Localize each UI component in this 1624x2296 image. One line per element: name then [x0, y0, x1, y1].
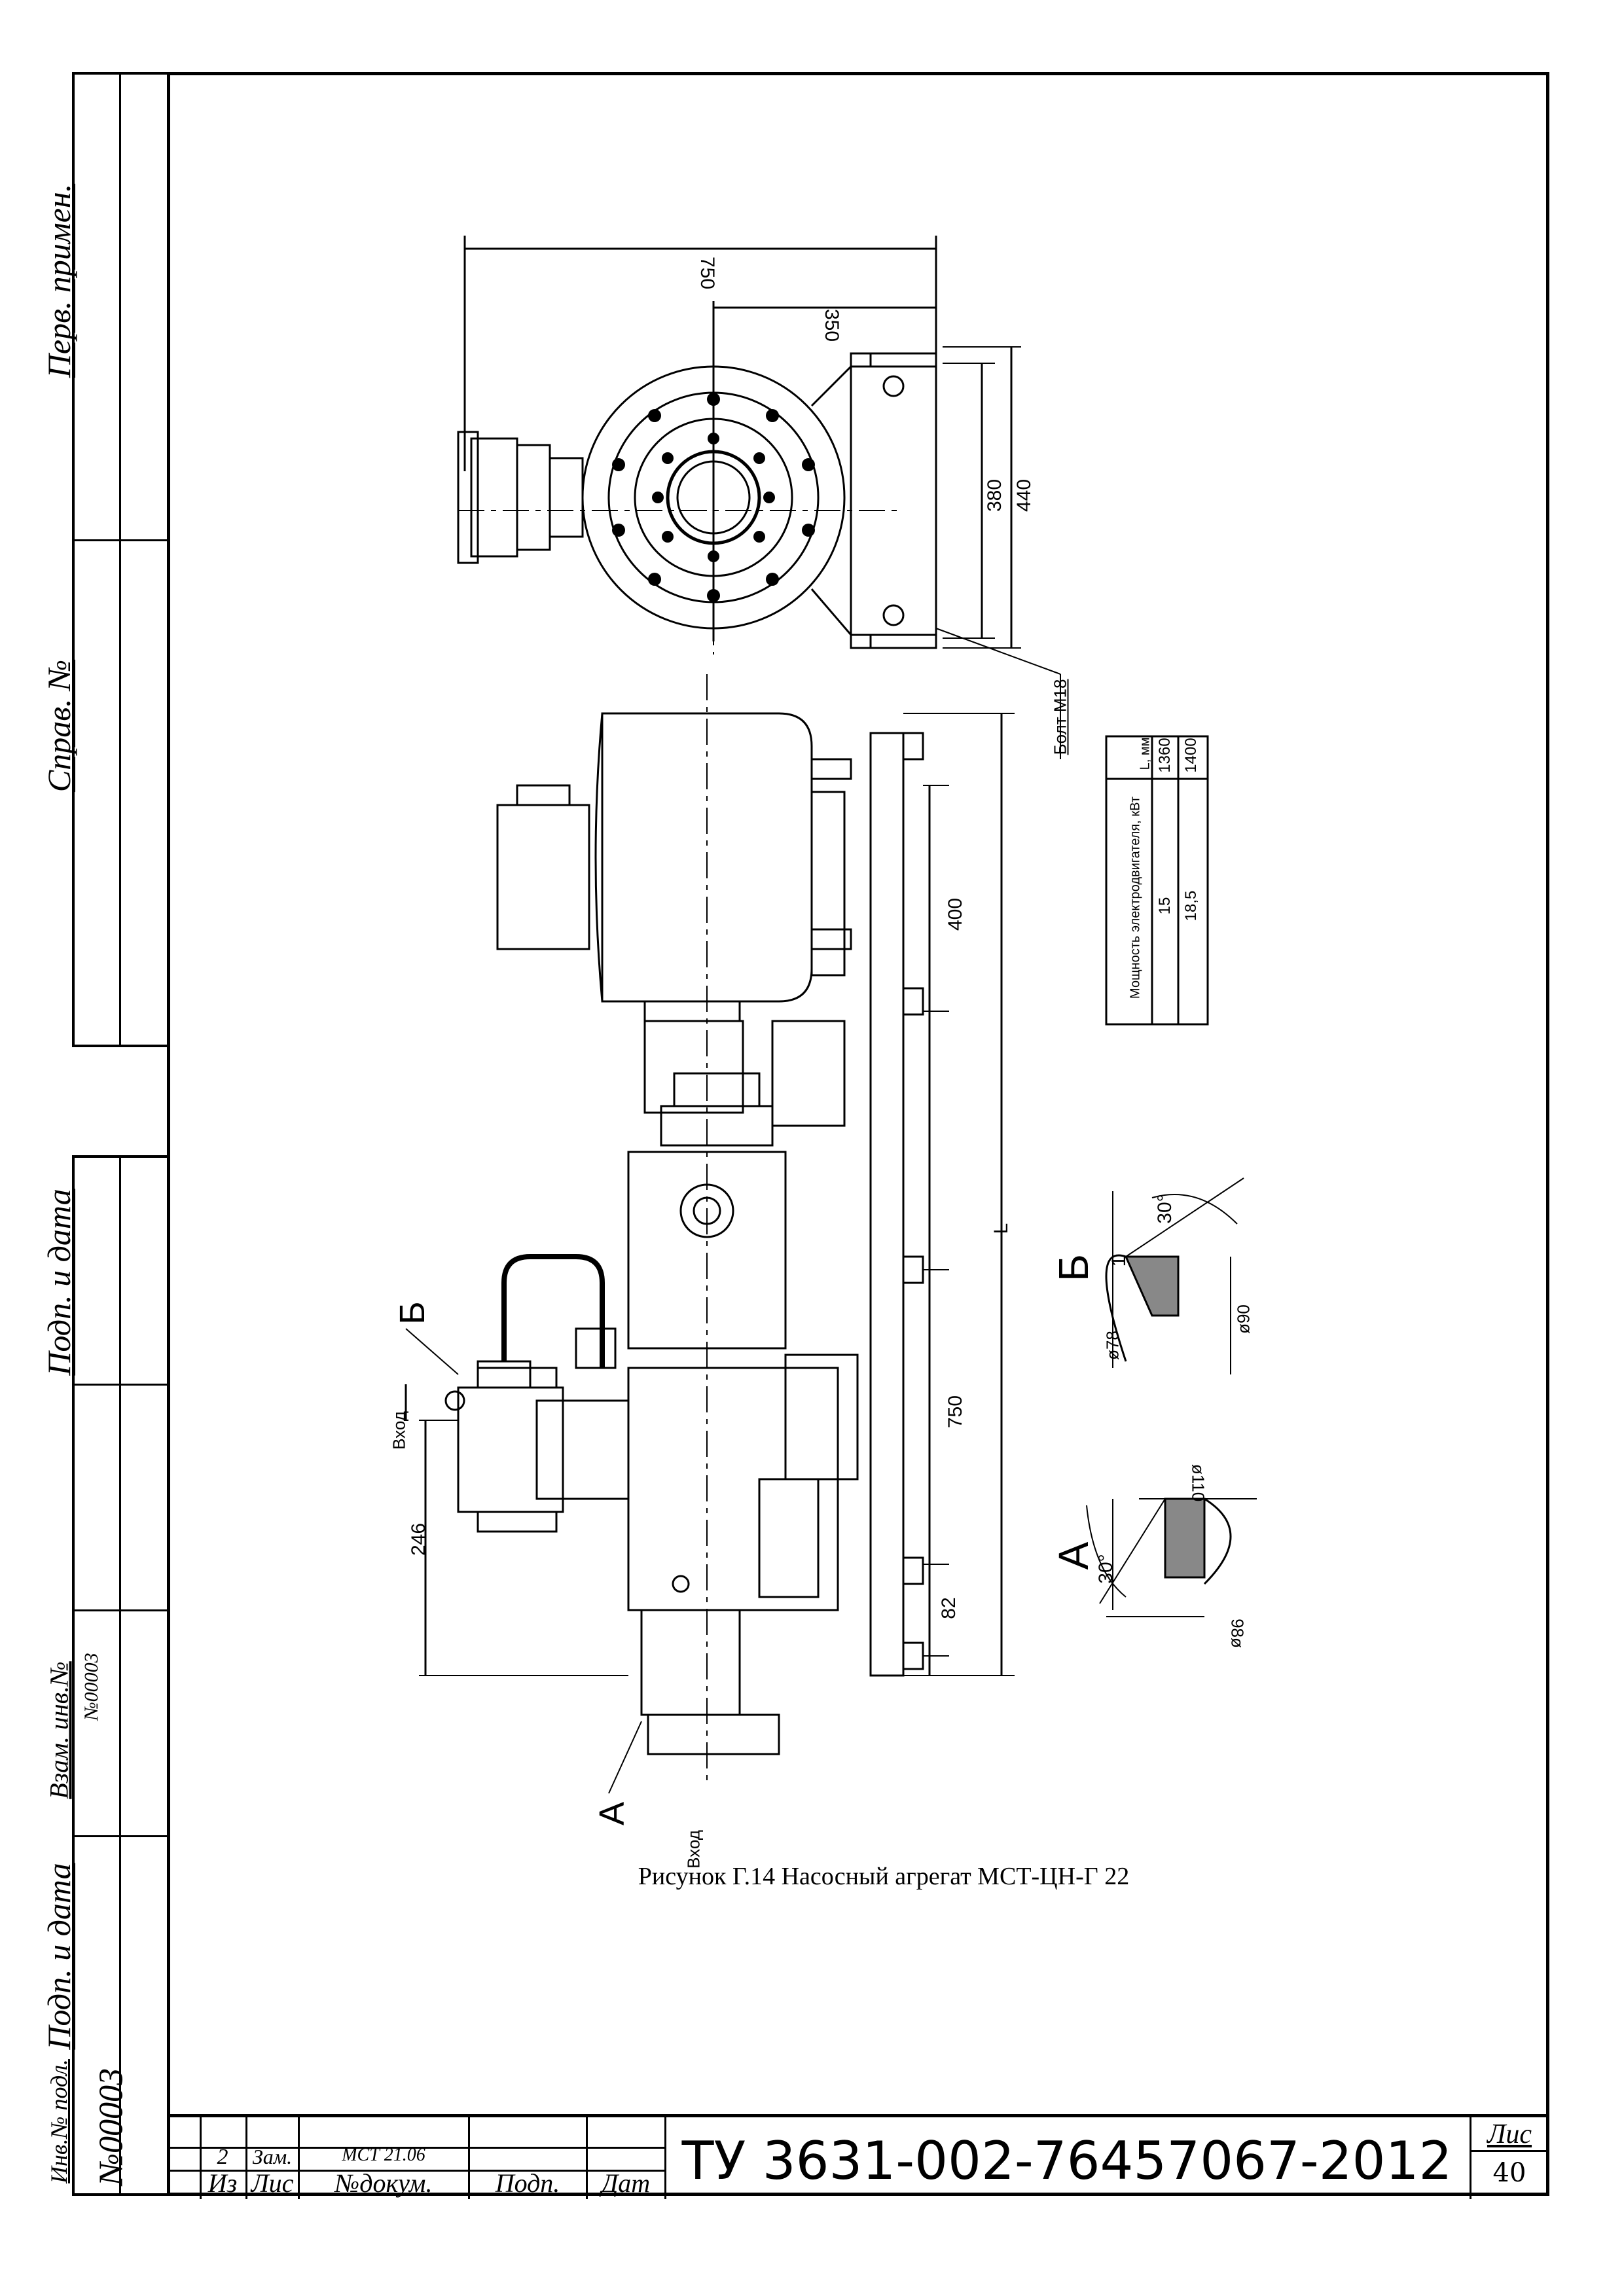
dim-L: L — [990, 1223, 1012, 1234]
dim-30-a: 30° — [1095, 1554, 1117, 1584]
figure-caption: Рисунок Г.14 Насосный агрегат МСТ-ЦН-Г 2… — [638, 1863, 1130, 1890]
title-block: 2 Зам. МСТ 21.06 Из Лис №докум. Подп. Да… — [167, 2114, 1549, 2199]
col-label-data: Дат — [601, 2168, 651, 2198]
dim-1: 1 — [1108, 1255, 1130, 1267]
label-A: А — [592, 1801, 632, 1826]
side-view — [405, 674, 1015, 1794]
col-label-dokum: №докум. — [334, 2168, 433, 2198]
col-label-iz: Из — [208, 2168, 238, 2198]
vkhod-label-1: Вход — [389, 1411, 409, 1450]
detail-a — [1086, 1498, 1257, 1617]
rev-type: Зам. — [252, 2145, 293, 2168]
detail-b — [1105, 1177, 1244, 1374]
dim-440: 440 — [1013, 478, 1035, 512]
table-power-1: 15 — [1156, 897, 1174, 915]
bolt-label: Болт М18 — [1050, 679, 1070, 755]
sheet-number: 40 — [1492, 2158, 1526, 2188]
dim-110: ø110 — [1188, 1463, 1208, 1502]
rev-number: 2 — [217, 2145, 228, 2169]
rev-doc: МСТ 21.06 — [342, 2145, 425, 2165]
dim-350: 350 — [821, 308, 842, 342]
dim-750-top: 750 — [696, 256, 718, 290]
end-view — [457, 236, 1061, 759]
table-header-L: L, мм — [1138, 737, 1153, 770]
col-label-podp: Подп. — [495, 2168, 560, 2198]
outer-frame — [167, 72, 1549, 2196]
dim-78: ø78 — [1102, 1331, 1123, 1360]
detail-a-label: А — [1050, 1541, 1097, 1570]
dim-98: 98ø — [1227, 1619, 1248, 1648]
dim-246: 246 — [408, 1522, 429, 1556]
dim-90: ø90 — [1233, 1304, 1254, 1334]
power-table — [1105, 735, 1209, 1026]
table-power-2: 18,5 — [1182, 890, 1200, 922]
table-L-2: 1400 — [1182, 738, 1200, 773]
dim-30-b: 30° — [1154, 1194, 1176, 1224]
sheet-label: Лис — [1487, 2119, 1532, 2149]
col-label-lis: Лис — [251, 2168, 294, 2198]
side-strip-top — [72, 72, 170, 1047]
document-code: ТУ 3631-002-76457067-2012 — [681, 2130, 1453, 2191]
detail-b-label: Б — [1050, 1254, 1097, 1282]
dim-380: 380 — [984, 478, 1005, 512]
dim-400: 400 — [945, 897, 966, 931]
side-strip-bottom — [72, 1155, 170, 2196]
dim-750-bottom: 750 — [945, 1395, 966, 1429]
table-header-power: Мощность электродвигателя, кВт — [1128, 797, 1143, 999]
dim-82: 82 — [938, 1597, 960, 1619]
table-L-1: 1360 — [1156, 738, 1174, 773]
label-B: Б — [393, 1301, 432, 1325]
